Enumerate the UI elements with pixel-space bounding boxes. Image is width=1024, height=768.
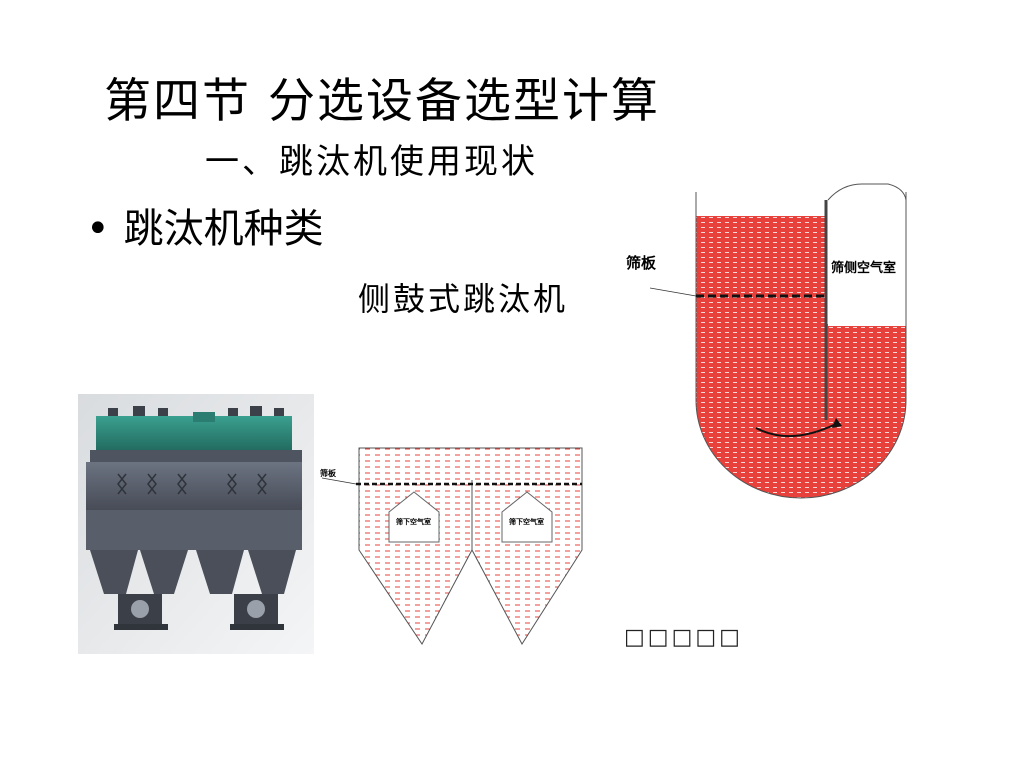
bullet-item: • 跳汰机种类 (86, 196, 324, 254)
under-sieve-jig-diagram: 筛板 筛下空气室 筛下空气室 (314, 440, 584, 650)
slide-title: 第四节 分选设备选型计算 (104, 62, 660, 131)
sieve-label: 筛板 (626, 254, 657, 272)
tank-outline (359, 448, 582, 644)
caption-side-drum-jig: 侧鼓式跳汰机 (358, 274, 568, 320)
chamber-label-right: 筛下空气室 (509, 517, 544, 526)
side-chamber-label: 筛侧空气室 (831, 260, 896, 276)
sieve-label: 筛板 (320, 468, 337, 478)
bullet-marker: • (86, 206, 110, 252)
jig-machine-image (78, 394, 314, 654)
missing-glyph-placeholder: □□□□□ (624, 625, 743, 650)
slide-subtitle: 一、跳汰机使用现状 (205, 134, 538, 183)
jig-body (86, 462, 302, 510)
bullet-text: 跳汰机种类 (124, 206, 324, 252)
water-fill (696, 216, 906, 498)
side-air-chamber-jig-diagram: 筛板 筛侧空气室 (612, 180, 912, 500)
chamber-label-left: 筛下空气室 (396, 517, 431, 526)
